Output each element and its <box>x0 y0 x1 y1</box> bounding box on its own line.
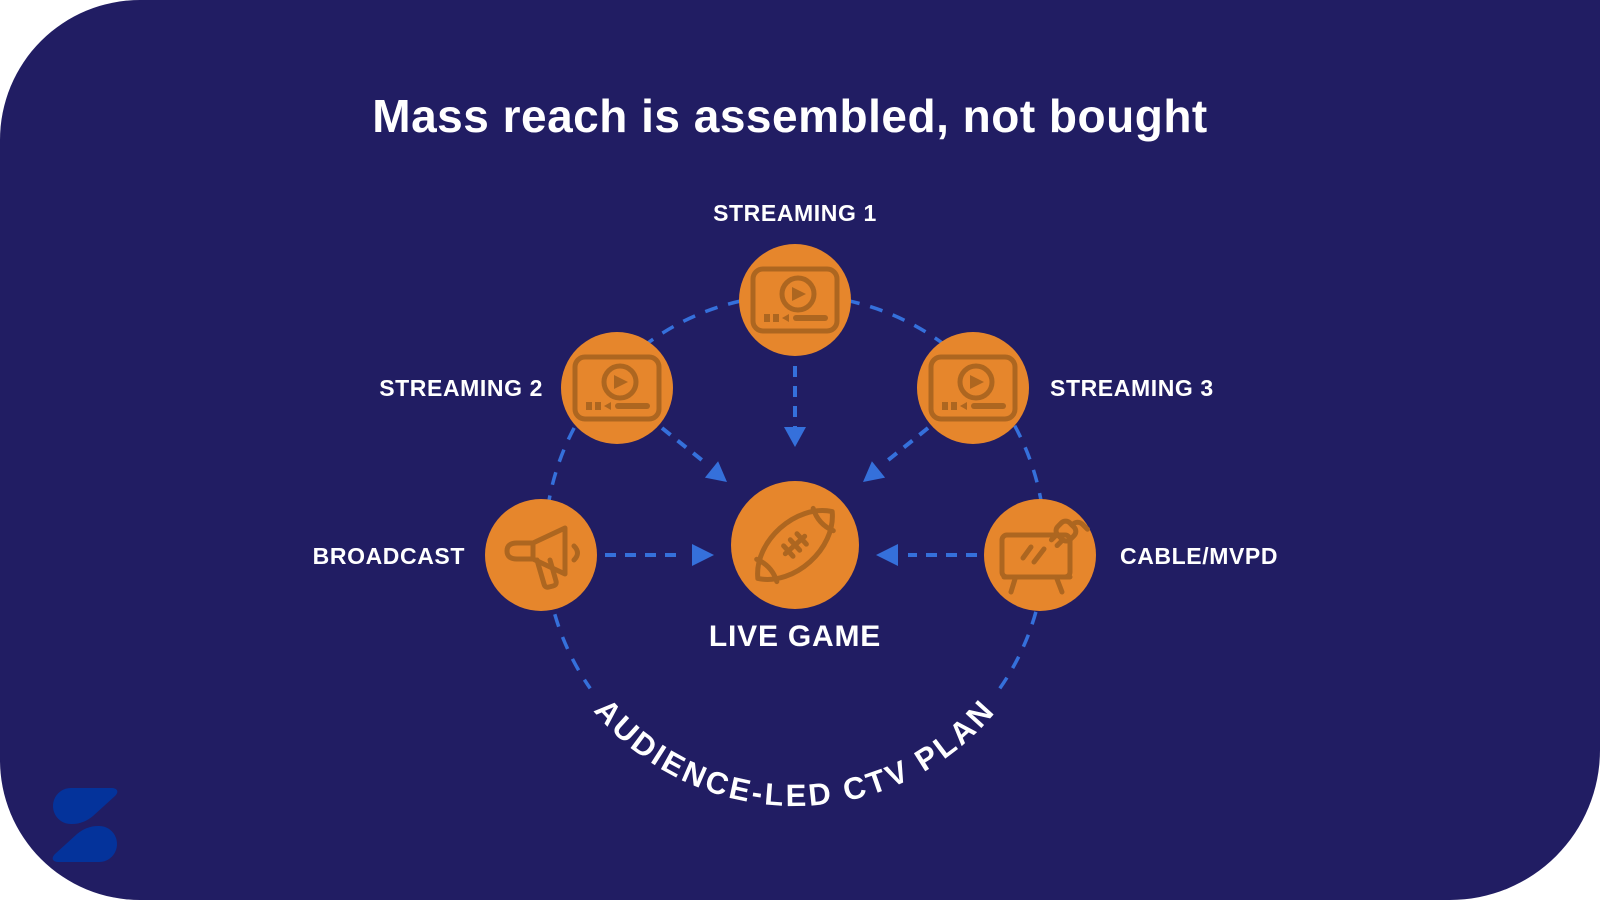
ring-label: AUDIENCE-LED CTV PLAN <box>588 692 1002 813</box>
node-cable-mvpd: CABLE/MVPD <box>984 499 1278 611</box>
page-title: Mass reach is assembled, not bought <box>372 90 1207 142</box>
streaming3-label: STREAMING 3 <box>1050 375 1214 401</box>
node-streaming-2: STREAMING 2 <box>379 332 673 444</box>
megaphone-icon <box>504 525 580 590</box>
streaming1-circle <box>739 244 851 356</box>
arrow-broadcast-to-center <box>605 544 714 566</box>
streaming2-label: STREAMING 2 <box>379 375 543 401</box>
football-icon <box>754 505 836 585</box>
node-broadcast: BROADCAST <box>313 499 597 611</box>
s-logo <box>52 788 118 862</box>
arrow-streaming3-to-center <box>863 426 930 482</box>
arrow-streaming2-to-center <box>660 426 727 482</box>
node-streaming-3: STREAMING 3 <box>917 332 1214 444</box>
broadcast-label: BROADCAST <box>313 543 465 569</box>
video-player-icon <box>928 354 1018 422</box>
streaming3-circle <box>917 332 1029 444</box>
live-game-label: LIVE GAME <box>709 620 881 653</box>
video-player-icon <box>750 266 840 334</box>
cable-label: CABLE/MVPD <box>1120 543 1278 569</box>
arrow-streaming1-to-center <box>784 366 806 447</box>
arrow-cable-to-center <box>876 544 977 566</box>
ring-label-text: AUDIENCE-LED CTV PLAN <box>588 692 999 813</box>
node-streaming-1: STREAMING 1 <box>713 200 877 356</box>
broadcast-circle <box>485 499 597 611</box>
tv-plug-icon <box>999 518 1091 595</box>
node-live-game: LIVE GAME <box>709 481 881 653</box>
video-player-icon <box>572 354 662 422</box>
streaming2-circle <box>561 332 673 444</box>
streaming1-label: STREAMING 1 <box>713 200 877 226</box>
